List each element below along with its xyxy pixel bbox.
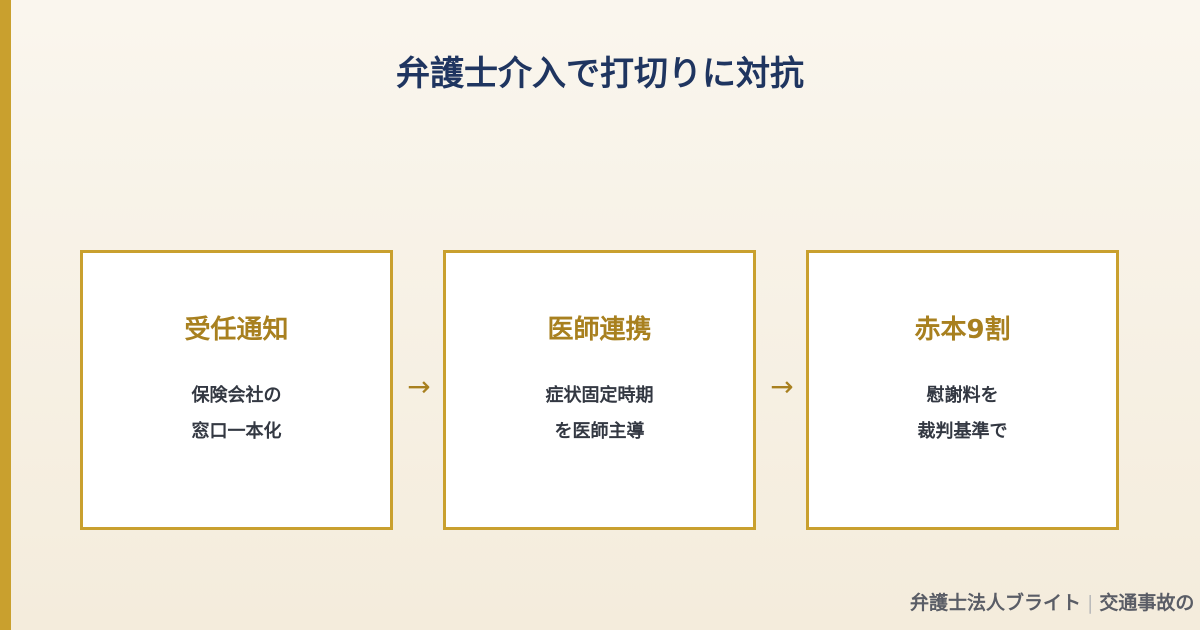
step-text: 慰謝料を [926,385,999,406]
step-title: 医師連携 [547,315,652,345]
firm-name: 弁護士法人ブライト [910,592,1082,614]
step-title: 受任通知 [184,315,289,345]
step-text: 保険会社の [191,385,282,406]
separator: | [1087,592,1094,614]
step-text: 症状固定時期 [545,385,654,406]
step-text: 窓口一本化 [191,421,282,442]
accent-bar [0,0,11,630]
step-card-2: 医師連携 症状固定時期を医師主導 [443,250,756,530]
arrow-right-icon: → [770,370,794,403]
page-title: 弁護士介入で打切りに対抗 [396,54,804,94]
step-card-3: 赤本9割 慰謝料を裁判基準で [806,250,1119,530]
footer-topic: 交通事故の [1099,592,1195,614]
footer: 弁護士法人ブライト|交通事故の [910,588,1200,615]
step-text: 裁判基準で [917,421,1008,442]
step-title: 赤本9割 [914,315,1011,345]
arrow-right-icon: → [407,370,431,403]
step-card-1: 受任通知 保険会社の窓口一本化 [80,250,393,530]
step-text: を医師主導 [554,421,645,442]
